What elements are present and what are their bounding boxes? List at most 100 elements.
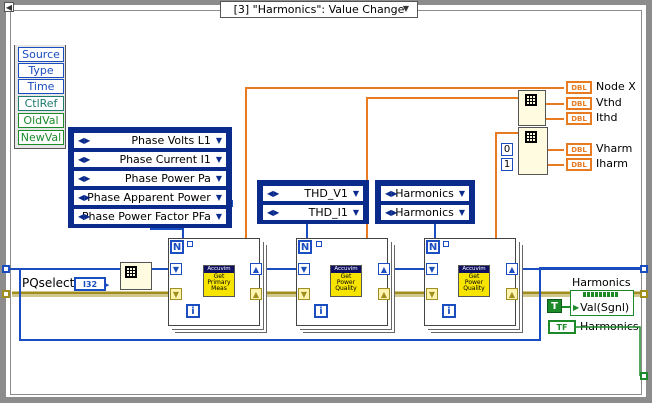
event-frame-tunnel-integer[interactable] — [2, 265, 10, 273]
iharm-indicator[interactable]: DBL — [566, 158, 592, 171]
shift-register-right-icon[interactable]: ▲ — [378, 288, 390, 300]
vharm-indicator[interactable]: DBL — [566, 143, 592, 156]
thd-enum-item-label: THD_V1 — [304, 187, 348, 200]
shift-register-right-icon[interactable]: ▲ — [250, 263, 262, 275]
subvi-header: Accuvim — [331, 266, 361, 273]
event-data-type[interactable]: Type — [18, 63, 64, 78]
pqselect-type: I32 — [82, 279, 98, 289]
index-array-node[interactable] — [120, 262, 152, 290]
true-constant[interactable]: T — [547, 299, 562, 313]
dbl-type-text: DBL — [571, 83, 587, 92]
index-array-node-thd[interactable] — [518, 90, 546, 126]
subvi-header: Accuvim — [204, 266, 234, 273]
harmonics-enum-item[interactable]: ◀▶Harmonics▼ — [380, 204, 470, 221]
phase-enum-item-label: Phase Current I1 — [119, 153, 211, 166]
phase-enum-item-label: Phase Apparent Power — [87, 191, 211, 204]
index-array-node-harm[interactable] — [518, 127, 548, 175]
pqselect-terminal-arrow-icon: ▶ — [104, 281, 110, 289]
harmonics-enum-item-label: Harmonics — [395, 206, 454, 219]
phase-enum-item[interactable]: ◀▶Phase Power Pa▼ — [73, 170, 227, 187]
harmonics-property-node[interactable]: ▶ Val(Sgnl) — [570, 290, 634, 316]
shift-register-left-icon[interactable]: ▼ — [298, 288, 310, 300]
harmonics-enum-item[interactable]: ◀▶Harmonics▼ — [380, 185, 470, 202]
loop-count-terminal[interactable]: N — [298, 240, 312, 254]
harmonics-enum-array[interactable]: ◀▶Harmonics▼ ◀▶Harmonics▼ — [375, 180, 475, 224]
phase-enum-array[interactable]: ◀▶Phase Volts L1▼ ◀▶Phase Current I1▼ ◀▶… — [68, 127, 232, 228]
arrow-right-icon: ▶ — [573, 303, 580, 312]
loop-iteration-terminal: i — [186, 304, 200, 318]
event-frame-tunnel-right-error[interactable] — [640, 290, 648, 298]
thd-enum-item[interactable]: ◀▶THD_I1▼ — [262, 204, 364, 221]
val-sgnl-property: Val(Sgnl) — [580, 301, 630, 314]
vthd-indicator[interactable]: DBL — [566, 97, 592, 110]
shift-register-left-icon[interactable]: ▼ — [298, 263, 310, 275]
shift-register-left-icon[interactable]: ▼ — [170, 263, 182, 275]
event-data-oldval[interactable]: OldVal — [18, 113, 64, 128]
event-frame-tunnel-error[interactable] — [2, 290, 10, 298]
true-constant-text: T — [551, 300, 558, 312]
loop-count-terminal[interactable]: N — [170, 240, 184, 254]
shift-register-left-icon[interactable]: ▼ — [426, 288, 438, 300]
event-data-time[interactable]: Time — [18, 79, 64, 94]
boolean-type-text: TF — [556, 322, 568, 332]
array-grid-icon — [525, 94, 537, 106]
subvi-text: Get Power Quality — [463, 273, 485, 292]
shift-register-right-icon[interactable]: ▲ — [378, 263, 390, 275]
case-selector-label[interactable]: [3] "Harmonics": Value Change — [220, 1, 418, 18]
event-data-ctlref[interactable]: CtlRef — [18, 96, 64, 111]
array-grid-icon — [125, 266, 137, 278]
previous-case-button[interactable]: ◀ — [4, 2, 14, 12]
shift-register-right-icon[interactable]: ▲ — [506, 263, 518, 275]
thd-enum-array[interactable]: ◀▶THD_V1▼ ◀▶THD_I1▼ — [257, 180, 369, 224]
vthd-label: Vthd — [596, 96, 622, 109]
tunnel-icon — [316, 241, 322, 247]
subvi-text: Get Primary Meas — [207, 273, 231, 292]
tunnel-icon — [443, 241, 449, 247]
index-constant-0[interactable]: 0 — [501, 143, 513, 156]
phase-enum-item[interactable]: ◀▶Phase Volts L1▼ — [73, 132, 227, 149]
subvi-header: Accuvim — [459, 266, 489, 273]
pqselect-terminal[interactable]: I32 — [74, 277, 106, 291]
index-constant-1[interactable]: 1 — [501, 158, 513, 171]
accuvim-get-power-quality-subvi[interactable]: Accuvim Get Power Quality — [458, 265, 490, 297]
loop-count-terminal[interactable]: N — [426, 240, 440, 254]
ithd-indicator[interactable]: DBL — [566, 112, 592, 125]
ithd-label: Ithd — [596, 111, 618, 124]
node-x-label: Node X — [596, 80, 636, 93]
case-selector-text: [3] "Harmonics": Value Change — [233, 3, 405, 16]
property-node-header — [583, 292, 619, 297]
subvi-text: Get Power Quality — [335, 273, 357, 292]
index-constant-text: 1 — [503, 159, 511, 170]
event-data-source[interactable]: Source — [18, 47, 64, 62]
event-data-node-top-tab — [15, 45, 65, 48]
dbl-type-text: DBL — [571, 114, 587, 123]
event-frame-tunnel-right-integer[interactable] — [640, 265, 648, 273]
dbl-type-text: DBL — [571, 99, 587, 108]
phase-enum-item-label: Phase Power Factor PFa — [81, 210, 211, 223]
accuvim-get-power-quality-subvi[interactable]: Accuvim Get Power Quality — [330, 265, 362, 297]
property-row[interactable]: ▶ Val(Sgnl) — [572, 300, 632, 315]
shift-register-left-icon[interactable]: ▼ — [426, 263, 438, 275]
dbl-type-text: DBL — [571, 145, 587, 154]
harmonics-enum-item-label: Harmonics — [395, 187, 454, 200]
harmonics-boolean-terminal[interactable]: TF — [548, 320, 576, 334]
thd-enum-item[interactable]: ◀▶THD_V1▼ — [262, 185, 364, 202]
loop-iteration-terminal: i — [442, 304, 456, 318]
harmonics-property-label: Harmonics — [572, 276, 631, 289]
phase-enum-item[interactable]: ◀▶Phase Power Factor PFa▼ — [73, 208, 227, 225]
case-dropdown-arrow[interactable]: ▼ — [402, 4, 410, 13]
event-data-newval[interactable]: NewVal — [18, 130, 64, 145]
pqselect-label: PQselect — [22, 276, 75, 290]
accuvim-get-primary-meas-subvi[interactable]: Accuvim Get Primary Meas — [203, 265, 235, 297]
phase-enum-item[interactable]: ◀▶Phase Apparent Power▼ — [73, 189, 227, 206]
phase-enum-item[interactable]: ◀▶Phase Current I1▼ — [73, 151, 227, 168]
shift-register-right-icon[interactable]: ▲ — [250, 288, 262, 300]
iharm-label: Iharm — [596, 157, 629, 170]
node-x-indicator[interactable]: DBL — [566, 81, 592, 94]
shift-register-left-icon[interactable]: ▼ — [170, 288, 182, 300]
event-frame-tunnel-right-boolean[interactable] — [640, 372, 648, 380]
shift-register-right-icon[interactable]: ▲ — [506, 288, 518, 300]
tunnel-icon — [187, 241, 193, 247]
phase-enum-item-label: Phase Power Pa — [124, 172, 211, 185]
